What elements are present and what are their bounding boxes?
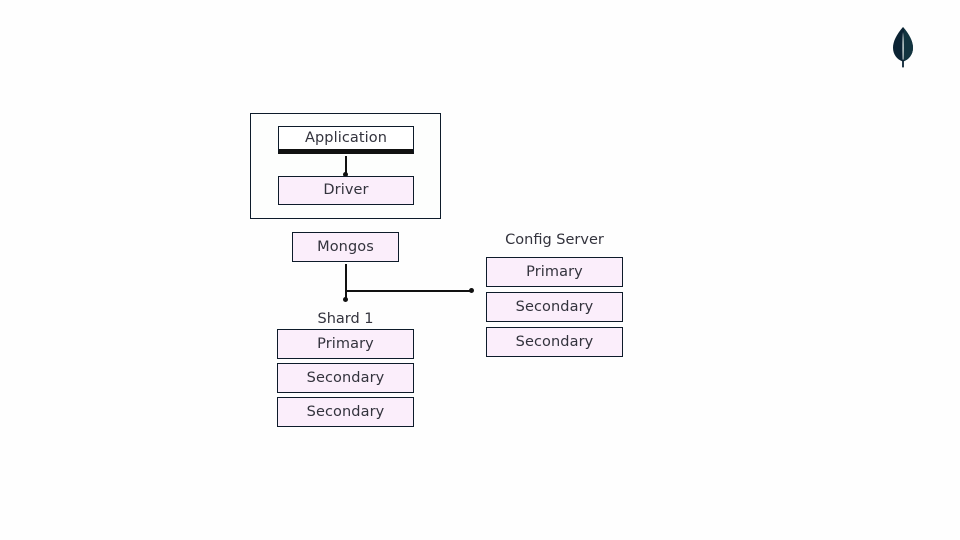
shard-member-primary[interactable]: Primary bbox=[277, 329, 414, 359]
mongodb-leaf-logo bbox=[888, 26, 918, 68]
config-server-member-secondary-2-label: Secondary bbox=[515, 333, 594, 350]
node-application[interactable]: Application bbox=[278, 126, 414, 154]
config-server-member-secondary-1[interactable]: Secondary bbox=[486, 292, 623, 322]
node-application-label: Application bbox=[304, 129, 388, 146]
node-driver-label: Driver bbox=[323, 182, 369, 199]
shard-member-secondary-2-label: Secondary bbox=[306, 403, 385, 420]
connector-dot-config-server bbox=[469, 288, 474, 293]
shard-member-primary-label: Primary bbox=[317, 335, 374, 352]
config-server-member-secondary-2[interactable]: Secondary bbox=[486, 327, 623, 357]
shard-member-secondary-2[interactable]: Secondary bbox=[277, 397, 414, 427]
config-server-member-secondary-1-label: Secondary bbox=[515, 298, 594, 315]
connector-mongos-trunk bbox=[345, 264, 347, 300]
shard-caption: Shard 1 bbox=[317, 311, 374, 327]
connector-dot-driver bbox=[343, 172, 348, 177]
config-server-caption: Config Server bbox=[505, 232, 604, 248]
node-driver[interactable]: Driver bbox=[278, 176, 414, 205]
config-server-member-primary[interactable]: Primary bbox=[486, 257, 623, 287]
config-server-member-primary-label: Primary bbox=[526, 263, 583, 280]
connector-application-to-driver bbox=[345, 156, 347, 175]
connector-dot-shard bbox=[343, 297, 348, 302]
shard-member-secondary-1[interactable]: Secondary bbox=[277, 363, 414, 393]
node-mongos[interactable]: Mongos bbox=[292, 232, 399, 262]
connector-mongos-to-config-server bbox=[345, 290, 473, 292]
node-mongos-label: Mongos bbox=[317, 238, 374, 255]
shard-member-secondary-1-label: Secondary bbox=[306, 369, 385, 386]
